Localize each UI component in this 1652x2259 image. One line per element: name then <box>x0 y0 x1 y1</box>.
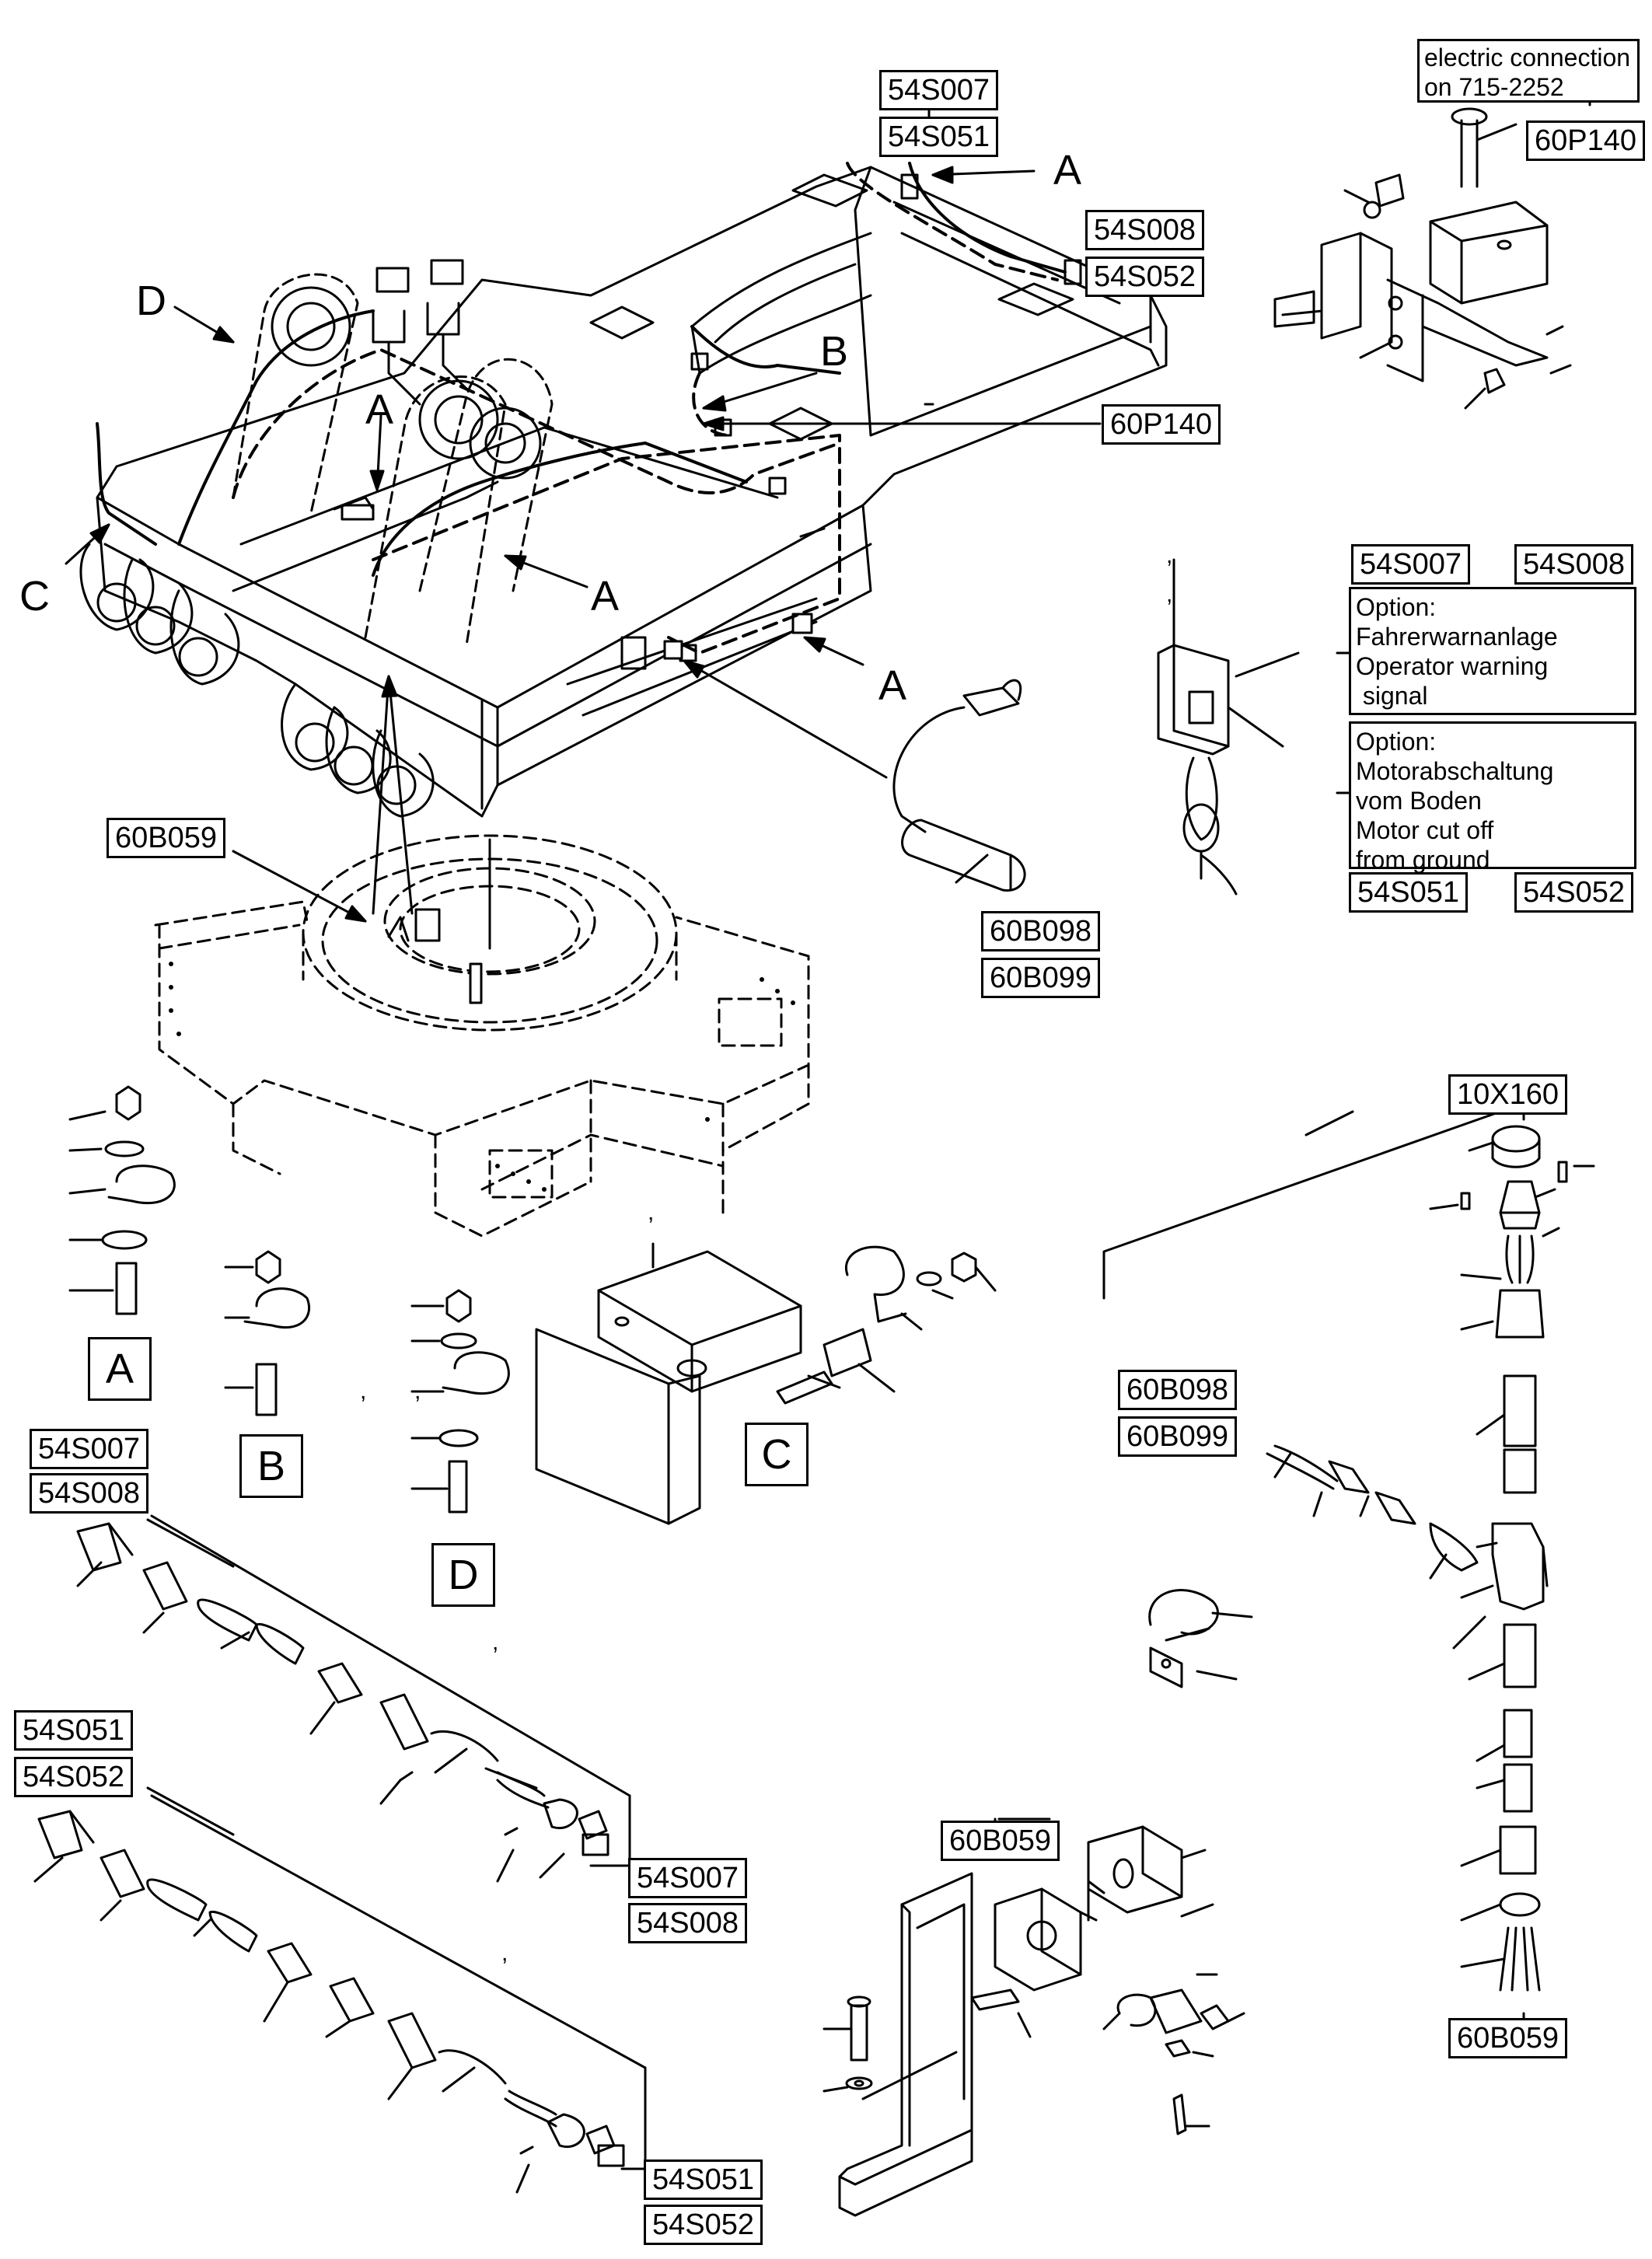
chassis-switches <box>341 173 1082 660</box>
ref-label-54s008-kit-end: 54S008 <box>628 1903 748 1943</box>
proximity-sensor <box>892 679 1026 892</box>
ref-label-54s052-kit-end: 54S052 <box>644 2205 763 2245</box>
clamp-set-a <box>68 1085 176 1315</box>
lift-cylinders <box>271 259 542 480</box>
clamp-set-d <box>410 1289 510 1514</box>
ref-label-54s051-option: 54S051 <box>1349 872 1469 913</box>
note-line: vom Boden <box>1356 787 1482 815</box>
note-line: electric connection <box>1424 44 1631 72</box>
cable-kit-lower <box>33 1794 647 2194</box>
detail-label-c: C <box>745 1423 809 1486</box>
note-electric-connection: electric connection on 715-2252 <box>1417 39 1640 103</box>
tick-mark: , <box>1166 581 1173 607</box>
label-leaders <box>146 76 1591 2023</box>
note-motor-cutoff: Option: Motorabschaltung vom Boden Motor… <box>1349 721 1636 874</box>
ref-label-54s008-option: 54S008 <box>1514 544 1634 585</box>
tick-mark: , <box>414 1378 421 1404</box>
tick-mark: , <box>1166 543 1173 568</box>
callout-a-left: A <box>365 386 394 433</box>
ref-label-54s052: 54S052 <box>1085 257 1205 297</box>
note-line: Option: <box>1356 728 1437 756</box>
callout-d-chassis: D <box>136 278 166 324</box>
callout-b-chassis: B <box>820 328 849 375</box>
note-line: Option: <box>1356 593 1437 621</box>
note-line: on 715-2252 <box>1424 73 1564 101</box>
slew-ring-sensor <box>387 838 491 1004</box>
ref-label-54s007-kit-end: 54S007 <box>628 1858 748 1898</box>
callout-arrows <box>65 166 1102 923</box>
note-line: Fahrerwarnanlage <box>1356 623 1558 651</box>
tick-mark: , <box>360 1378 367 1404</box>
ref-label-60b099-plug: 60B099 <box>1118 1416 1238 1457</box>
ref-label-60b098-plug: 60B098 <box>1118 1370 1238 1410</box>
detail-label-d: D <box>431 1543 495 1607</box>
wiring-harness <box>232 162 1059 655</box>
clamp-set-b <box>224 1250 311 1416</box>
note-line: Motor cut off <box>1356 816 1494 844</box>
chassis-frame <box>96 166 1168 818</box>
detail-label-b: B <box>239 1434 303 1498</box>
front-lugs <box>79 543 435 818</box>
tick-mark: , <box>501 1940 508 1966</box>
ref-label-54s007: 54S007 <box>879 70 999 110</box>
option-switch-assembly <box>1157 558 1300 896</box>
ref-label-54s052-option: 54S052 <box>1514 872 1634 913</box>
tick-mark: , <box>648 1199 655 1225</box>
ref-label-54s051-kit-end: 54S051 <box>644 2159 763 2200</box>
boom-arms <box>232 273 554 647</box>
note-operator-warning: Option: Fahrerwarnanlage Operator warnin… <box>1349 587 1636 715</box>
ref-label-54s007-option: 54S007 <box>1351 544 1471 585</box>
ref-label-54s008: 54S008 <box>1085 210 1205 250</box>
ref-label-54s052-kit: 54S052 <box>14 1757 134 1797</box>
tick-mark: , <box>492 1629 499 1655</box>
note-line: from ground <box>1356 846 1490 874</box>
wiring-harness-solid <box>96 162 1067 577</box>
ref-label-54s008-kit: 54S008 <box>30 1473 149 1514</box>
ref-label-54s051: 54S051 <box>879 117 999 157</box>
ref-label-10x160: 10X160 <box>1448 1074 1568 1115</box>
ref-label-60b099: 60B099 <box>981 958 1101 998</box>
detail-label-a: A <box>88 1337 152 1401</box>
undercarriage <box>154 834 810 1238</box>
ref-label-60b059-plug: 60B059 <box>1448 2018 1568 2058</box>
sensor-bracket-assembly <box>823 1817 1245 2217</box>
note-line: signal <box>1356 682 1428 710</box>
ref-label-60p140-bracket: 60P140 <box>1526 120 1646 161</box>
control-box-bracket <box>1273 107 1572 410</box>
callout-a-top: A <box>1053 147 1082 194</box>
ref-label-60b059-bracket: 60B059 <box>941 1821 1060 1861</box>
ref-label-60b059: 60B059 <box>107 818 226 858</box>
note-line: Motorabschaltung <box>1356 757 1554 785</box>
note-line: Operator warning <box>1356 652 1549 680</box>
ref-label-54s051-kit: 54S051 <box>14 1710 134 1751</box>
ref-label-54s007-kit: 54S007 <box>30 1429 149 1469</box>
undercarriage-bolts <box>169 962 795 1192</box>
cable-kit-upper <box>76 1514 631 1883</box>
plug-assembly <box>1102 1110 1595 1992</box>
ref-label-60b098: 60B098 <box>981 911 1101 951</box>
callout-c-chassis: C <box>19 573 50 620</box>
callout-a-right: A <box>878 662 907 709</box>
callout-a-mid: A <box>591 573 620 620</box>
bracket-c-assembly <box>535 1242 997 1525</box>
ref-label-60p140: 60P140 <box>1102 404 1221 445</box>
